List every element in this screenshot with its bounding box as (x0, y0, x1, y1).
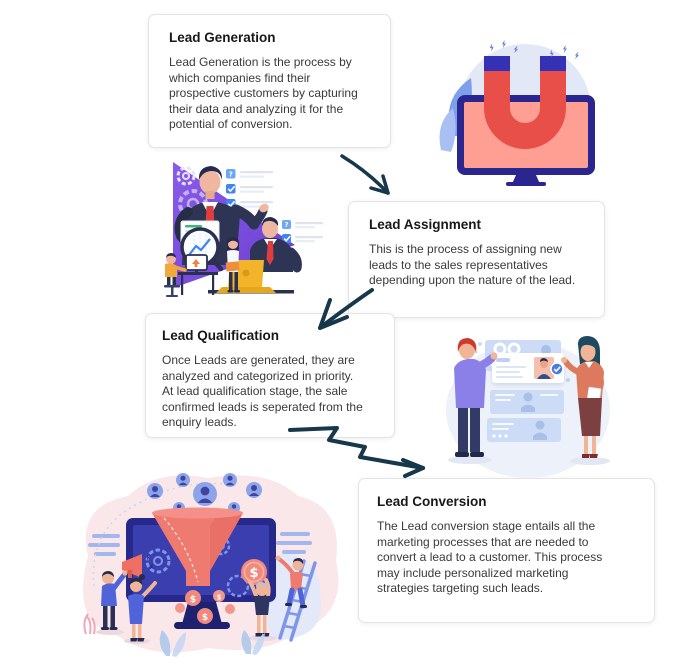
checklist-rows: ? ? (226, 169, 323, 243)
svg-text:$: $ (202, 613, 208, 623)
lead-assignment-card: Lead Assignment This is the process of a… (348, 201, 605, 318)
lead-qualification-card: Lead Qualification Once Leads are genera… (145, 313, 395, 438)
magnet-icon (484, 56, 566, 149)
woman-catching-coin (248, 578, 271, 637)
lead-qualification-description: Once Leads are generated, they are analy… (162, 353, 363, 429)
tie (266, 241, 274, 265)
shadow (96, 629, 124, 635)
red-hair (457, 338, 477, 352)
standing-woman (225, 237, 240, 293)
man-pointing (454, 338, 498, 457)
avatar-silhouette (523, 392, 533, 402)
spark-icons (489, 40, 580, 59)
woman-talking (561, 336, 604, 458)
shadow (570, 457, 610, 465)
lead-generation-illustration (439, 40, 595, 186)
man-with-megaphone (101, 554, 154, 630)
up-arrow-icon (192, 259, 200, 264)
avatar-silhouette (535, 420, 545, 430)
funnel-icon (152, 507, 243, 586)
checkmark-icon (227, 200, 236, 208)
lead-assignment-illustration: ? ? (164, 162, 323, 297)
approved-check-badge (550, 362, 564, 376)
svg-text:$: $ (190, 595, 196, 605)
skirt (578, 398, 602, 436)
woman-pointing (128, 574, 157, 642)
text-lines-left (88, 534, 120, 556)
svg-text:$: $ (217, 594, 222, 602)
plant-icons (83, 613, 265, 657)
selected-profile-card (492, 353, 570, 383)
lead-assignment-title: Lead Assignment (369, 217, 482, 232)
lead-qualification-title: Lead Qualification (162, 328, 280, 343)
lead-conversion-illustration: $ $ $ $ (83, 473, 339, 657)
shadow (448, 456, 492, 464)
lead-conversion-title: Lead Conversion (377, 494, 487, 509)
lead-generation-description: Lead Generation is the process by which … (169, 55, 358, 131)
text-lines-right (276, 532, 312, 554)
svg-text:$: $ (249, 566, 258, 581)
lead-conversion-description: The Lead conversion stage entails all th… (377, 519, 603, 595)
coin-icons: $ $ $ $ (175, 559, 267, 624)
folder-icon (225, 261, 240, 272)
lead-generation-title: Lead Generation (169, 30, 276, 45)
checkmark-icon (227, 185, 236, 193)
man-climbing-ladder (275, 555, 307, 609)
desk-worker (164, 253, 218, 297)
question-checkbox-icon: ? (229, 171, 233, 179)
lead-assignment-description: This is the process of assigning new lea… (369, 242, 576, 287)
avatar-silhouette (541, 345, 551, 355)
lead-generation-card: Lead Generation Lead Generation is the p… (148, 14, 391, 148)
checkmark-icon (283, 235, 291, 242)
arrow-generation-to-assignment (340, 154, 390, 195)
lead-conversion-card: Lead Conversion The Lead conversion stag… (358, 478, 655, 623)
question-checkbox-icon: ? (285, 221, 289, 229)
lead-qualification-illustration (446, 336, 610, 478)
